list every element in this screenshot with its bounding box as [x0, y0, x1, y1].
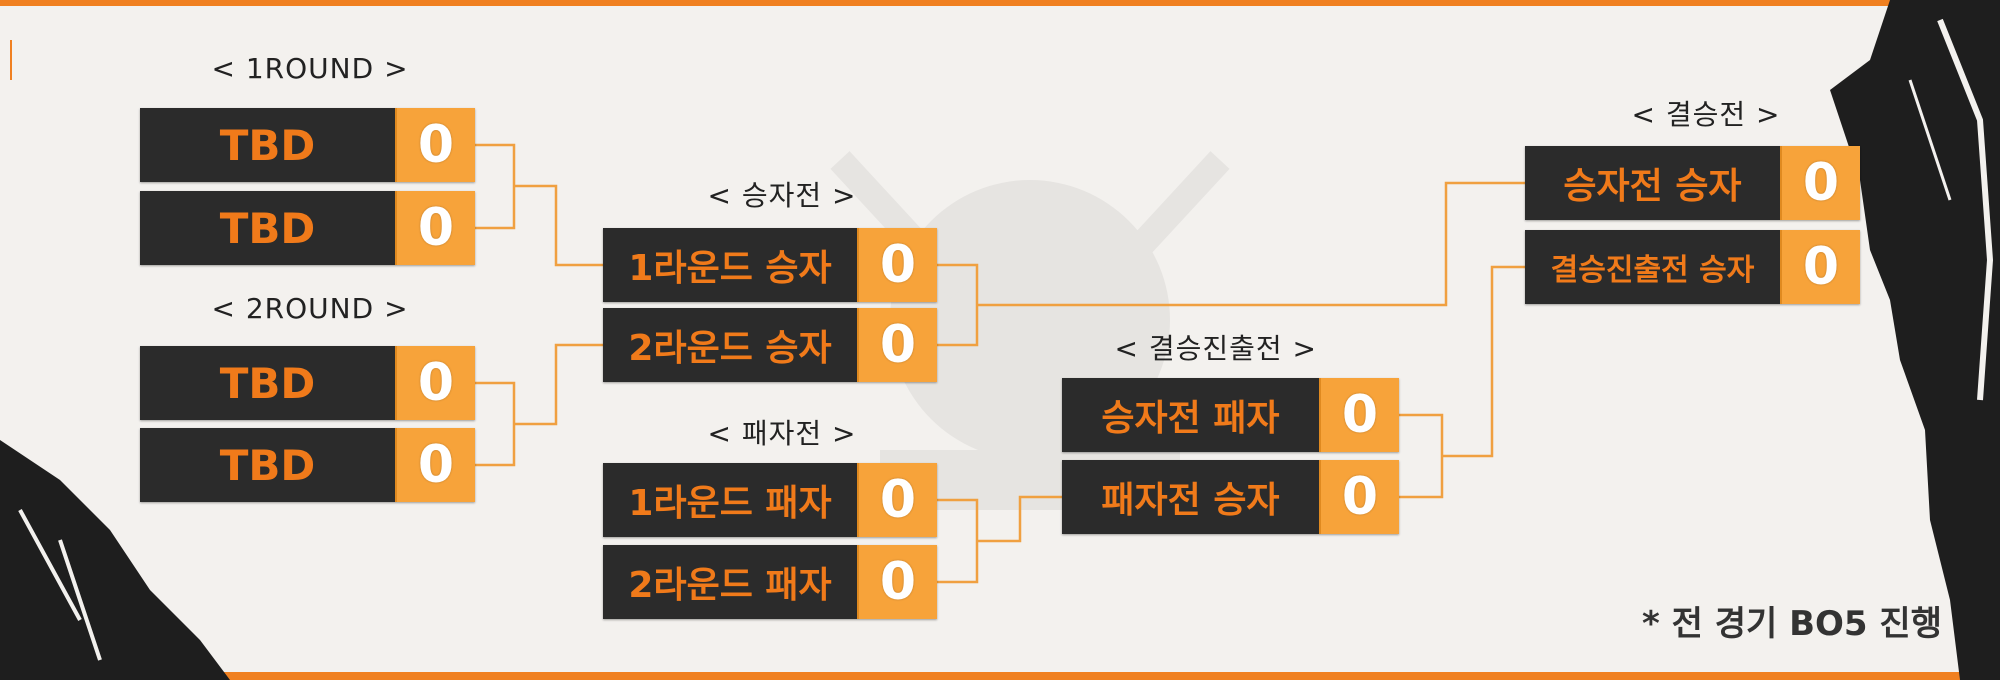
team-name: 패자전 승자 [1062, 460, 1319, 534]
finals-label: < 결승전 > [1631, 98, 1781, 131]
losers-match-team-2[interactable]: 2라운드 패자 0 [603, 545, 937, 619]
team-score: 0 [857, 228, 937, 302]
team-name: 결승진출전 승자 [1525, 230, 1780, 304]
team-name: 2라운드 패자 [603, 545, 857, 619]
winners-match-team-1[interactable]: 1라운드 승자 0 [603, 228, 937, 302]
round1-team-1[interactable]: TBD 0 [140, 108, 475, 182]
team-name: TBD [140, 428, 395, 502]
team-score: 0 [395, 191, 475, 265]
team-score: 0 [1319, 378, 1399, 452]
team-score: 0 [395, 346, 475, 420]
team-score: 0 [1780, 146, 1860, 220]
winners-match-label: < 승자전 > [707, 179, 857, 212]
team-name: TBD [140, 108, 395, 182]
team-name: 2라운드 승자 [603, 308, 857, 382]
round2-label: < 2ROUND > [211, 292, 409, 325]
format-note: * 전 경기 BO5 진행 [1641, 604, 1942, 644]
finals-team-2[interactable]: 결승진출전 승자 0 [1525, 230, 1860, 304]
left-tick [10, 40, 12, 80]
team-score: 0 [1780, 230, 1860, 304]
round2-team-1[interactable]: TBD 0 [140, 346, 475, 420]
finals-qualifier-label: < 결승진출전 > [1114, 332, 1318, 365]
finals-team-1[interactable]: 승자전 승자 0 [1525, 146, 1860, 220]
round1-label: < 1ROUND > [211, 52, 409, 85]
team-name: 승자전 승자 [1525, 146, 1780, 220]
team-name: TBD [140, 191, 395, 265]
team-name: TBD [140, 346, 395, 420]
finals-qualifier-team-1[interactable]: 승자전 패자 0 [1062, 378, 1399, 452]
round1-team-2[interactable]: TBD 0 [140, 191, 475, 265]
losers-match-label: < 패자전 > [707, 417, 857, 450]
finals-qualifier-team-2[interactable]: 패자전 승자 0 [1062, 460, 1399, 534]
team-score: 0 [1319, 460, 1399, 534]
winners-match-team-2[interactable]: 2라운드 승자 0 [603, 308, 937, 382]
team-name: 1라운드 패자 [603, 463, 857, 537]
team-name: 1라운드 승자 [603, 228, 857, 302]
team-score: 0 [857, 463, 937, 537]
team-score: 0 [395, 108, 475, 182]
bottom-border [0, 672, 2000, 680]
losers-match-team-1[interactable]: 1라운드 패자 0 [603, 463, 937, 537]
team-score: 0 [395, 428, 475, 502]
top-border [0, 0, 2000, 6]
team-score: 0 [857, 308, 937, 382]
team-score: 0 [857, 545, 937, 619]
team-name: 승자전 패자 [1062, 378, 1319, 452]
round2-team-2[interactable]: TBD 0 [140, 428, 475, 502]
